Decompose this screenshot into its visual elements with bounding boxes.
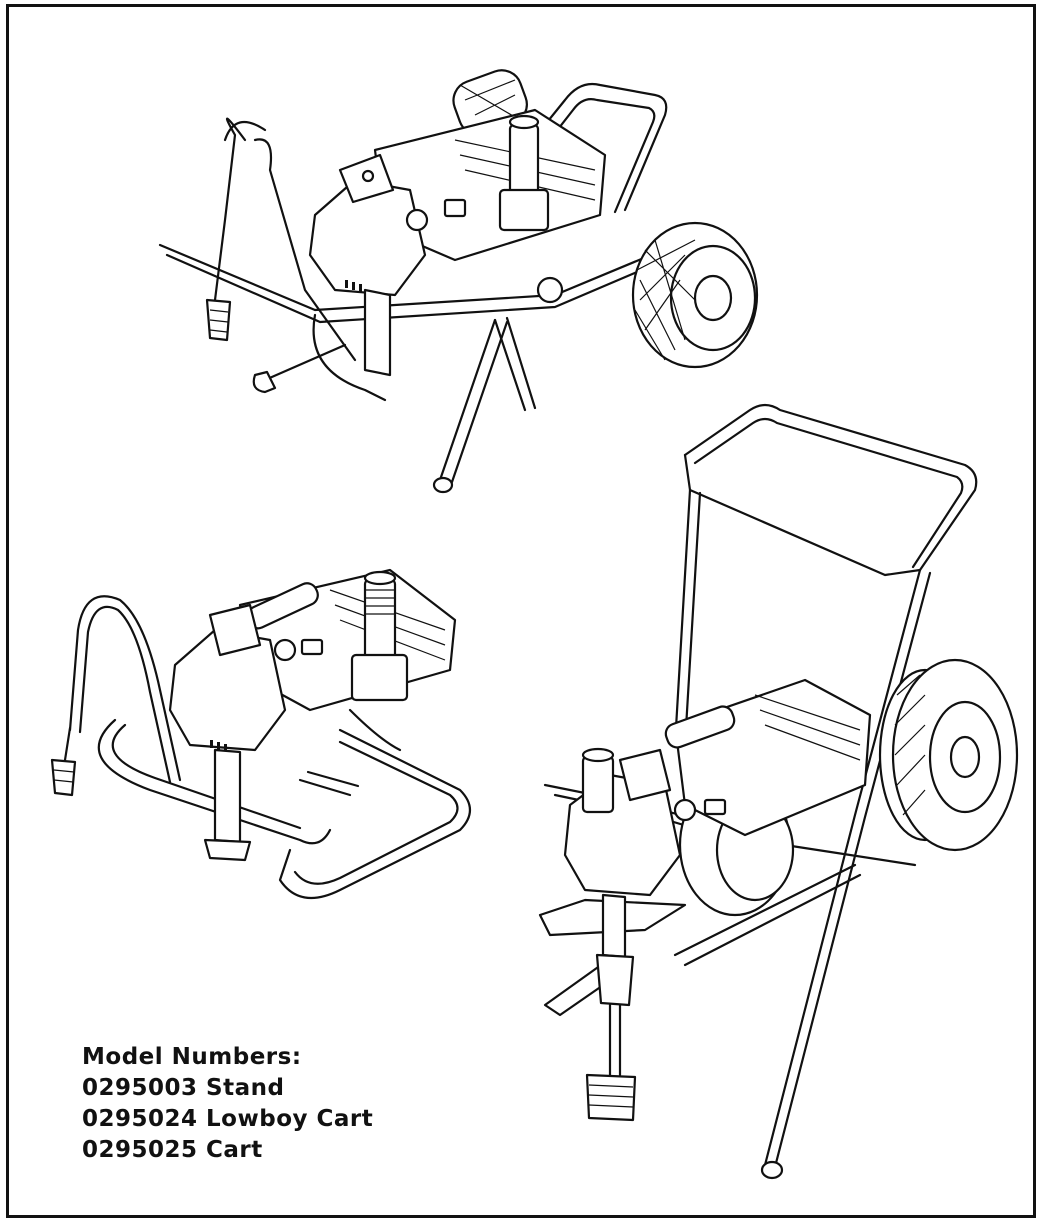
model-numbers-heading: Model Numbers:: [82, 1044, 302, 1070]
model-number-stand: 0295003 Stand: [82, 1075, 285, 1101]
cart-illustration: [525, 395, 1030, 1199]
lowboy-cart-illustration: [155, 40, 775, 504]
paint-sprayer-cart-icon: [538, 403, 1019, 1180]
model-numbers-block: Model Numbers: 0295003 Stand 0295024 Low…: [82, 1042, 373, 1166]
model-number-cart: 0295025 Cart: [82, 1137, 263, 1163]
paint-sprayer-stand-icon: [50, 568, 472, 900]
stand-illustration: [40, 550, 500, 954]
paint-sprayer-lowboy-cart-icon: [158, 69, 759, 494]
model-number-lowboy-cart: 0295024 Lowboy Cart: [82, 1106, 374, 1132]
